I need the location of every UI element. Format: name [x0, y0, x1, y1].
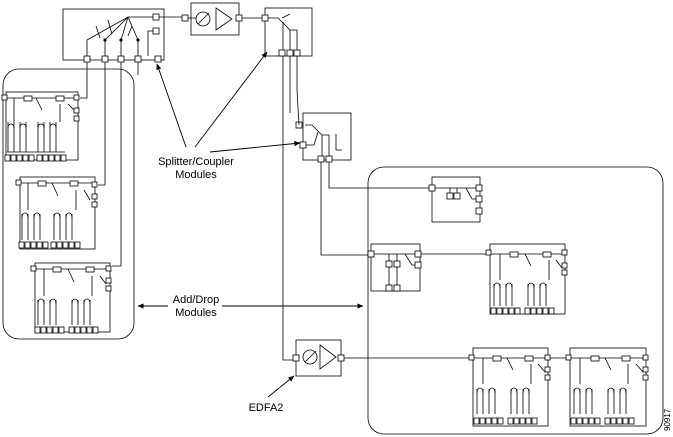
trunk-lines — [282, 56, 432, 361]
arrow-to-middle-splitter — [209, 141, 301, 153]
adddrop-module-right-3 — [565, 347, 649, 427]
adddrop-module-left-1 — [1, 91, 80, 162]
edfa2-amplifier — [292, 339, 473, 377]
right-splitter-module-middle — [367, 243, 490, 292]
top-amplifier — [159, 2, 262, 36]
right-adddrop-group — [367, 166, 664, 435]
splitter-coupler-label: Splitter/Coupler — [158, 156, 234, 168]
edfa2-label: EDFA2 — [249, 402, 284, 414]
top-right-splitter-module — [261, 7, 313, 57]
arrow-to-edfa2 — [267, 375, 295, 398]
adddrop-label: Add/Drop — [173, 294, 219, 306]
annotation-arrows — [137, 51, 364, 398]
arrow-to-top-splitter — [156, 63, 187, 148]
adddrop-module-right-2 — [468, 347, 570, 427]
left-adddrop-group — [2, 62, 139, 340]
adddrop-module-right-1 — [485, 243, 568, 315]
splitter-modules-label: Modules — [175, 169, 217, 181]
arrow-to-top-right-splitter — [194, 51, 268, 148]
adddrop-module-left-2 — [15, 176, 98, 250]
adddrop-module-left-3 — [30, 262, 112, 334]
figure-number: 90917 — [663, 408, 672, 431]
right-splitter-module-top — [428, 176, 483, 223]
adddrop-modules-label: Modules — [175, 307, 217, 319]
top-splitter-module — [62, 8, 165, 63]
middle-splitter-module — [295, 112, 352, 163]
